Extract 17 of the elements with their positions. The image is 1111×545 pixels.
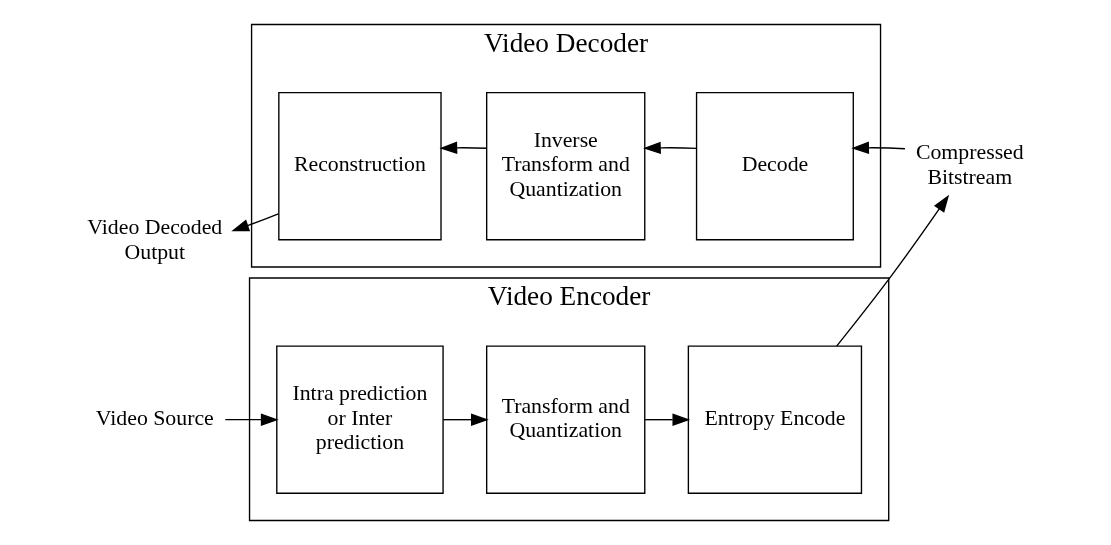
arrow <box>439 141 488 154</box>
node-box: Transform and Quantization <box>486 345 646 494</box>
node-text: Video Decoded Output <box>87 215 223 264</box>
node-text: Video Source <box>95 405 214 430</box>
arrow <box>643 141 698 155</box>
arrow <box>224 413 279 426</box>
node-box: Reconstruction <box>278 91 442 241</box>
node-box: Decode <box>695 91 854 241</box>
arrow <box>644 413 691 426</box>
arrow <box>851 141 906 154</box>
node-box: Inverse Transform and Quantization <box>486 91 646 241</box>
arrow <box>442 413 489 426</box>
node-box: Entropy Encode <box>687 345 863 494</box>
arrow <box>231 213 279 232</box>
arrow <box>836 194 950 347</box>
node-box: Intra prediction or Inter prediction <box>276 345 444 494</box>
node-text: Compressed Bitstream <box>915 140 1024 189</box>
